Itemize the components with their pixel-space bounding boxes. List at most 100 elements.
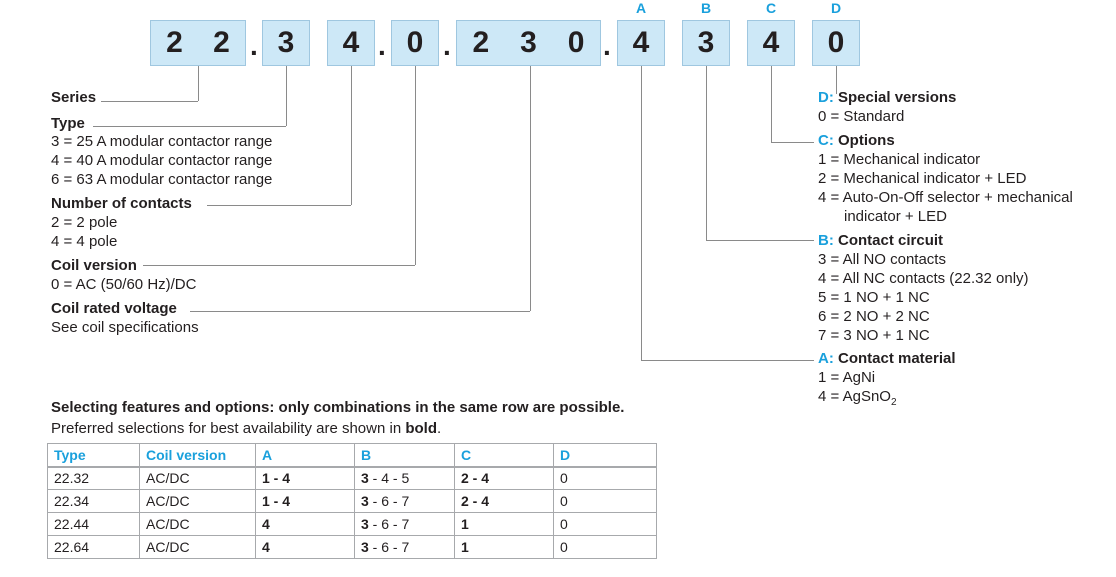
cell-a: 4	[255, 512, 355, 536]
table-row: 22.64 AC/DC 4 3 - 6 - 7 1 0	[47, 535, 657, 559]
c-connector-v	[771, 66, 772, 142]
b-connector-v	[706, 66, 707, 240]
cell-b-bold: 3	[361, 539, 369, 555]
a-box: 4	[617, 20, 665, 66]
cell-type: 22.32	[47, 466, 140, 490]
table-note-end: .	[437, 420, 442, 437]
a-key: A:	[818, 350, 834, 367]
a-label: Contact material	[838, 350, 956, 367]
d-heading: D: Special versions	[818, 88, 956, 107]
c-box: 4	[747, 20, 795, 66]
contacts-option: 4 = 4 pole	[51, 233, 118, 250]
b-option: 3 = All NO contacts	[818, 251, 946, 268]
c-option: indicator + LED	[844, 208, 947, 225]
b-option: 7 = 3 NO + 1 NC	[818, 327, 930, 344]
cell-d: 0	[553, 535, 657, 559]
cell-coil: AC/DC	[139, 466, 256, 490]
code-digit-11: 4	[762, 26, 780, 59]
cell-d: 0	[553, 512, 657, 536]
type-option: 4 = 40 A modular contactor range	[51, 152, 273, 169]
cell-type: 22.34	[47, 489, 140, 513]
b-option: 5 = 1 NO + 1 NC	[818, 289, 930, 306]
coil-connector-v	[415, 66, 416, 265]
type-connector-v	[286, 66, 287, 126]
coil-connector-h	[143, 265, 415, 266]
code-separator-2: .	[378, 30, 386, 61]
code-separator-1: .	[250, 30, 258, 61]
b-key: B:	[818, 232, 834, 249]
cell-c: 2 - 4	[454, 489, 554, 513]
coil-option: 0 = AC (50/60 Hz)/DC	[51, 276, 197, 293]
contacts-connector-v	[351, 66, 352, 205]
c-connector-h	[771, 142, 814, 143]
code-digit-10: 3	[697, 26, 715, 59]
c-label: Options	[838, 132, 895, 149]
contacts-box: 4	[327, 20, 375, 66]
code-digit-9: 4	[632, 26, 650, 59]
coil-box: 0	[391, 20, 439, 66]
cell-b: 3 - 6 - 7	[354, 535, 455, 559]
cell-b-rest: - 6 - 7	[368, 493, 410, 509]
b-option: 6 = 2 NO + 2 NC	[818, 308, 930, 325]
table-row: 22.34 AC/DC 1 - 4 3 - 6 - 7 2 - 4 0	[47, 489, 657, 513]
a-option: 1 = AgNi	[818, 369, 876, 386]
letter-d: D	[830, 0, 842, 16]
coil-label: Coil version	[51, 257, 137, 274]
cell-b-bold: 3	[361, 516, 369, 532]
c-option: 2 = Mechanical indicator + LED	[818, 170, 1027, 187]
header-a: A	[255, 443, 355, 468]
table-header-row: Type Coil version A B C D	[47, 443, 657, 468]
b-heading: B: Contact circuit	[818, 231, 943, 250]
code-digit-4: 4	[342, 26, 360, 59]
code-separator-3: .	[443, 30, 451, 61]
letter-c: C	[765, 0, 777, 16]
cell-b: 3 - 4 - 5	[354, 466, 455, 490]
cell-c: 1	[454, 535, 554, 559]
d-key: D:	[818, 89, 834, 106]
d-box: 0	[812, 20, 860, 66]
code-digit-6: 2	[472, 26, 490, 59]
b-label: Contact circuit	[838, 232, 944, 249]
c-option: 4 = Auto-On-Off selector + mechanical	[818, 189, 1073, 206]
b-box: 3	[682, 20, 730, 66]
type-option: 6 = 63 A modular contactor range	[51, 171, 273, 188]
voltage-note: See coil specifications	[51, 319, 199, 336]
a-connector-h	[641, 360, 814, 361]
voltage-connector-v	[530, 66, 531, 311]
cell-b: 3 - 6 - 7	[354, 489, 455, 513]
type-option: 3 = 25 A modular contactor range	[51, 133, 273, 150]
series-box: 2 2	[150, 20, 246, 66]
header-c: C	[454, 443, 554, 468]
cell-d: 0	[553, 466, 657, 490]
voltage-box: 2 3 0	[456, 20, 601, 66]
contacts-option: 2 = 2 pole	[51, 214, 118, 231]
code-digit-5: 0	[406, 26, 424, 59]
type-label: Type	[51, 115, 85, 132]
voltage-connector-h	[190, 311, 530, 312]
cell-c: 1	[454, 512, 554, 536]
b-option: 4 = All NC contacts (22.32 only)	[818, 270, 1029, 287]
code-digit-2: 2	[213, 26, 230, 59]
code-digit-1: 2	[166, 26, 183, 59]
table-note: Preferred selections for best availabili…	[51, 420, 441, 437]
d-connector-v	[836, 66, 837, 94]
code-digit-8: 0	[567, 26, 585, 59]
cell-a: 1 - 4	[255, 489, 355, 513]
d-label: Special versions	[838, 89, 957, 106]
cell-b-rest: - 6 - 7	[368, 516, 410, 532]
letter-a: A	[635, 0, 647, 16]
code-digit-3: 3	[277, 26, 295, 59]
c-key: C:	[818, 132, 834, 149]
table-note-text: Preferred selections for best availabili…	[51, 420, 406, 437]
type-connector-h	[93, 126, 286, 127]
cell-b-rest: - 6 - 7	[368, 539, 410, 555]
letter-b: B	[700, 0, 712, 16]
c-option: 1 = Mechanical indicator	[818, 151, 981, 168]
cell-coil: AC/DC	[139, 512, 256, 536]
b-connector-h	[706, 240, 814, 241]
code-separator-4: .	[603, 30, 611, 61]
table-note-bold-word: bold	[405, 420, 437, 437]
code-digit-12: 0	[827, 26, 845, 59]
header-d: D	[553, 443, 657, 468]
series-label: Series	[51, 89, 97, 106]
